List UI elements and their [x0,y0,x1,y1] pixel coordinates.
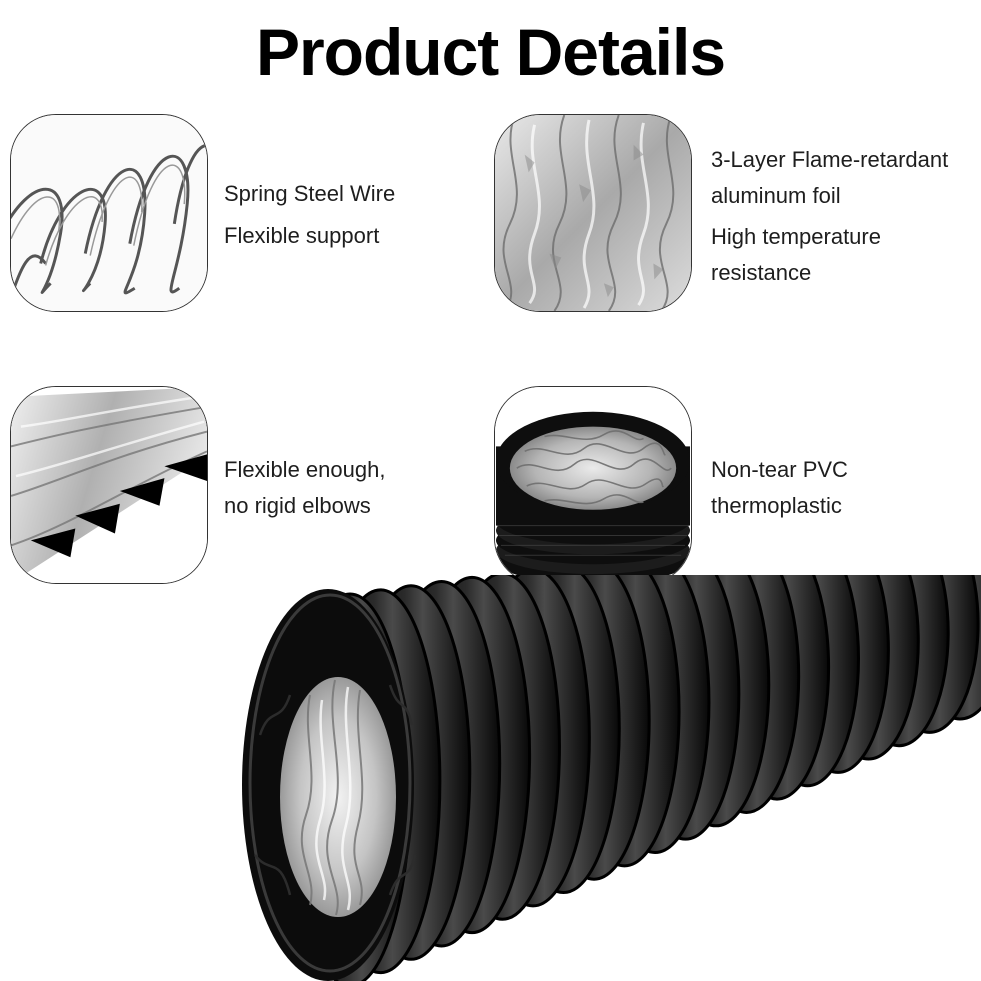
feature-foil-line-2: aluminum foil [711,183,841,208]
feature-foil-line-3: High temperature [711,224,881,249]
feature-flex-text: Flexible enough, no rigid elbows [224,452,385,524]
spring-steel-wire-icon [10,114,208,312]
feature-spring-text: Spring Steel Wire Flexible support [224,176,395,254]
feature-pvc-line-1: Non-tear PVC [711,457,848,482]
aluminum-foil-icon [494,114,692,312]
feature-foil-line-1: 3-Layer Flame-retardant [711,147,949,172]
pvc-duct-end-icon [494,386,692,584]
page-title: Product Details [255,15,726,89]
feature-flex-line-1: Flexible enough, [224,457,386,482]
feature-pvc-line-2: thermoplastic [711,493,842,518]
feature-foil-line-4: resistance [711,260,812,285]
feature-flex-line-2: no rigid elbows [224,493,371,518]
feature-spring-line-1: Spring Steel Wire [224,181,396,206]
flexible-foil-fold-icon [10,386,208,584]
feature-foil-text: 3-Layer Flame-retardant aluminum foil Hi… [711,142,948,291]
black-flexible-duct-hose-icon [240,575,981,981]
feature-spring-line-2: Flexible support [224,223,380,248]
feature-pvc-text: Non-tear PVC thermoplastic [711,452,848,524]
